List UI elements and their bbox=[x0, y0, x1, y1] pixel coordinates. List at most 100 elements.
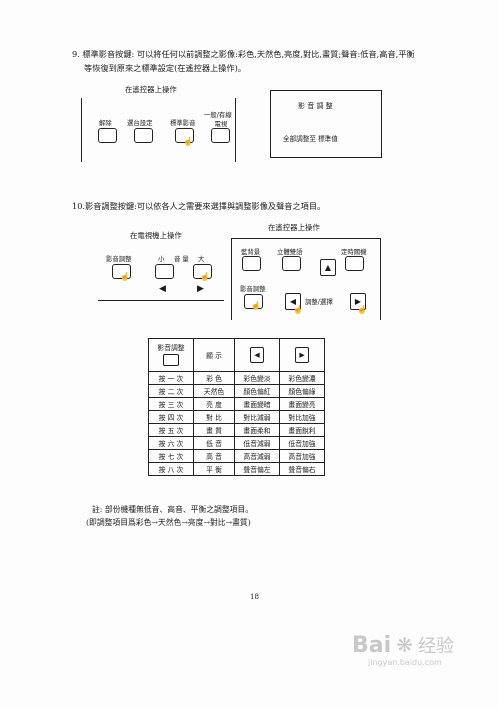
select-label: 調整/選擇 bbox=[305, 298, 333, 306]
table-cell: 高 音 bbox=[193, 449, 235, 463]
table-cell: 按 一 次 bbox=[148, 371, 194, 385]
table-cell: 彩色變濃 bbox=[279, 371, 325, 385]
table-cell: 平 衡 bbox=[193, 462, 235, 476]
release-key[interactable] bbox=[98, 128, 117, 143]
table-cell: 對 比 bbox=[193, 410, 235, 424]
table-cell: 低音減弱 bbox=[234, 436, 280, 450]
sleep-timer-label: 定時關機 bbox=[341, 248, 367, 256]
table-row: 按 八 次平 衡聲音偏左聲音偏右 bbox=[148, 462, 325, 476]
header-av-key bbox=[163, 354, 179, 366]
footnote-line2: (即調整項目爲彩色→天然色→亮度→對比→畫質) bbox=[86, 518, 251, 527]
panel-bracket-right bbox=[235, 98, 236, 162]
stereo-label: 立體雙語 bbox=[277, 248, 303, 256]
osd-text: 全部調整至 標準值 bbox=[283, 135, 338, 143]
key-label-cable-tv-line2: 電視 bbox=[214, 120, 228, 128]
up-arrow-key[interactable]: ▲ bbox=[320, 259, 336, 276]
table-cell: 按 二 次 bbox=[148, 384, 194, 398]
key-label-cable-tv-line1: 一般/有線 bbox=[204, 111, 232, 119]
volume-label: 音 量 bbox=[174, 255, 189, 263]
volume-up-key[interactable] bbox=[193, 264, 212, 279]
osd-screen: 影 音 調 整 全部調整至 標準值 bbox=[270, 90, 382, 158]
right-arrow-key[interactable]: ▶ bbox=[350, 293, 366, 310]
table-cell: 對比加強 bbox=[279, 410, 325, 424]
watermark-url: jingyan.baidu.com bbox=[368, 658, 442, 667]
table-cell: 對比減弱 bbox=[234, 410, 280, 424]
table-cell: 按 七 次 bbox=[148, 449, 194, 463]
key-label-cable-tv: 一般/有線 電視 bbox=[204, 110, 232, 128]
table-row: 按 六 次低 音低音減弱低音加強 bbox=[148, 436, 325, 450]
osd-title: 影 音 調 整 bbox=[298, 102, 333, 110]
table-cell: 顏色偏紅 bbox=[234, 384, 280, 398]
panel-bracket-left bbox=[81, 98, 82, 162]
footnote: 註: 部份機種無低音、高音、平衡之調整項目。 (即調整項目爲彩色→天然色→亮度→… bbox=[86, 503, 253, 529]
section9-text: 9. 標準影音按鍵: 可以將任何以前調整之影像:彩色,天然色,亮度,對比,畫質;… bbox=[72, 47, 415, 75]
table-cell: 畫 質 bbox=[193, 423, 235, 437]
table-cell: 按 六 次 bbox=[148, 436, 194, 450]
table-cell: 聲音偏右 bbox=[279, 462, 325, 476]
table-row: 按 五 次畫 質畫面柔和畫面銳利 bbox=[148, 423, 325, 437]
table-cell: 高音減弱 bbox=[234, 449, 280, 463]
table-row: 按 一 次彩 色彩色變淡彩色變濃 bbox=[148, 371, 325, 385]
table-cell: 低音加強 bbox=[279, 436, 325, 450]
triangle-left-icon: ◀ bbox=[250, 347, 264, 363]
table-row: 按 二 次天然色顏色偏紅顏色偏綠 bbox=[148, 384, 325, 398]
sleep-timer-key[interactable] bbox=[345, 256, 364, 271]
remote-panel-title-2: 在遙控器上操作 bbox=[268, 223, 320, 232]
triangle-right-icon: ▶ bbox=[197, 284, 204, 294]
header-display-cell: 顯 示 bbox=[193, 338, 235, 372]
pointing-hand-icon: ☝ bbox=[357, 305, 367, 314]
pointing-hand-icon: ☝ bbox=[200, 272, 210, 281]
remote-av-adjust-key[interactable] bbox=[244, 294, 263, 309]
tv-panel-title: 在電視機上操作 bbox=[130, 231, 182, 240]
table-row: 按 七 次高 音高音減弱高音加強 bbox=[148, 449, 325, 463]
baidu-watermark: Bai ❋ 经验 jingyan.baidu.com bbox=[352, 632, 454, 667]
pointing-hand-icon: ☝ bbox=[251, 301, 261, 310]
header-right-cell: ▶ bbox=[279, 338, 325, 372]
table-cell: 低 音 bbox=[193, 436, 235, 450]
table-cell: 畫面銳利 bbox=[279, 423, 325, 437]
left-arrow-key[interactable]: ◀ bbox=[285, 293, 301, 310]
table-cell: 畫面柔和 bbox=[234, 423, 280, 437]
remote-panel-topline bbox=[232, 238, 380, 239]
header-av-key-cell: 影音調整 bbox=[148, 338, 194, 372]
blue-back-key[interactable] bbox=[242, 256, 261, 271]
pointing-hand-icon: ☝ bbox=[120, 272, 130, 281]
table-cell: 按 三 次 bbox=[148, 397, 194, 411]
table-row: 按 四 次對 比對比減弱對比加強 bbox=[148, 410, 325, 424]
standard-av-key[interactable] bbox=[175, 128, 194, 143]
table-cell: 顏色偏綠 bbox=[279, 384, 325, 398]
volume-down-key[interactable] bbox=[155, 264, 174, 279]
remote-av-label: 影音調整 bbox=[240, 285, 266, 293]
watermark-brand2: 经验 bbox=[418, 636, 455, 657]
table-cell: 畫面變暗 bbox=[234, 397, 280, 411]
section10-heading: 10.影音調整按鍵:可以依各人之需要來選擇與調整影像及聲音之項目。 bbox=[72, 201, 326, 211]
tv-av-adjust-key[interactable] bbox=[112, 264, 131, 279]
pointing-hand-icon: ☝ bbox=[293, 305, 303, 314]
remote-bracket-left bbox=[231, 238, 232, 320]
volume-big-label: 大 bbox=[198, 255, 205, 263]
page-number: 18 bbox=[250, 593, 259, 601]
table-cell: 天然色 bbox=[193, 384, 235, 398]
table-cell: 高音加強 bbox=[279, 449, 325, 463]
key-label-standard-av: 標準影音 bbox=[170, 119, 196, 127]
table-cell: 按 四 次 bbox=[148, 410, 194, 424]
table-cell: 按 五 次 bbox=[148, 423, 194, 437]
table-cell: 彩色變淡 bbox=[234, 371, 280, 385]
header-av-key-label: 影音調整 bbox=[157, 344, 185, 352]
table-cell: 畫面變亮 bbox=[279, 397, 325, 411]
key-label-release: 解除 bbox=[99, 119, 112, 127]
volume-small-label: 小 bbox=[158, 255, 165, 263]
table-cell: 亮 度 bbox=[193, 397, 235, 411]
tv-panel-baseline bbox=[98, 300, 224, 301]
table-header-row: 影音調整 顯 示 ◀ ▶ bbox=[148, 338, 325, 372]
channel-setup-key[interactable] bbox=[134, 128, 153, 143]
stereo-key[interactable] bbox=[282, 256, 301, 271]
blue-back-label: 藍背景 bbox=[241, 248, 261, 256]
table-cell: 聲音偏左 bbox=[234, 462, 280, 476]
cable-tv-key[interactable] bbox=[211, 128, 230, 143]
paw-icon: ❋ bbox=[396, 633, 414, 657]
header-left-cell: ◀ bbox=[234, 338, 280, 372]
triangle-right-icon: ▶ bbox=[295, 347, 309, 363]
adjustment-table: 影音調整 顯 示 ◀ ▶ 按 一 次彩 色彩色變淡彩色變濃 按 二 次天然色顏色… bbox=[148, 338, 325, 476]
